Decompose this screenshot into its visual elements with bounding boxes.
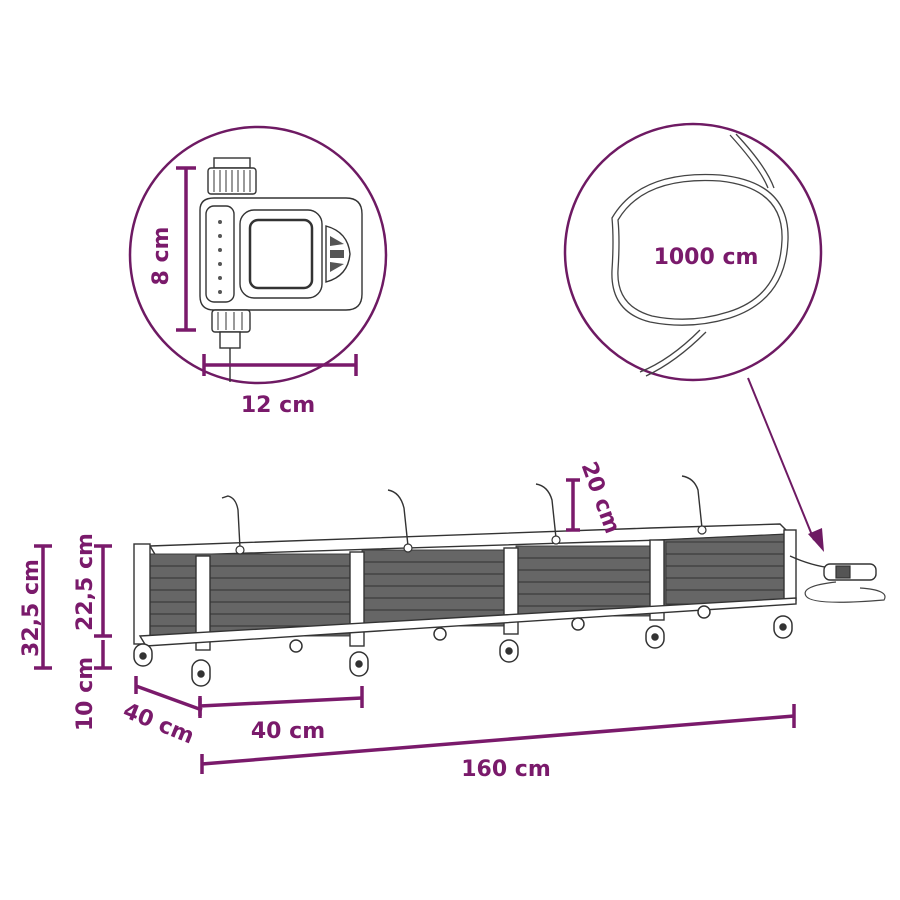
total-height-label: 32,5 cm xyxy=(19,559,44,657)
hose-connector-icon xyxy=(789,555,886,603)
total-length-label: 160 cm xyxy=(461,757,551,782)
section-width-label: 40 cm xyxy=(251,719,325,744)
water-timer-icon xyxy=(199,157,363,382)
section-width-dimension xyxy=(198,686,364,716)
depth-label: 40 cm xyxy=(119,698,197,749)
wheel-height-label: 10 cm xyxy=(73,657,98,731)
box-height-label: 22,5 cm xyxy=(73,533,98,631)
pipe-height-dimension xyxy=(566,478,580,532)
pipe-height-label: 20 cm xyxy=(576,459,625,537)
timer-height-dimension xyxy=(176,166,196,332)
box-height-dimension xyxy=(94,544,112,638)
wheel-height-dimension xyxy=(94,640,112,670)
drip-pipe-icon xyxy=(221,475,703,549)
timer-width-dimension xyxy=(202,354,358,376)
planter-section-3 xyxy=(515,545,653,617)
planter-illustration xyxy=(133,475,886,687)
hose-pointer-arrow xyxy=(747,377,824,552)
hose-coil-icon xyxy=(611,133,789,377)
total-height-dimension xyxy=(34,544,52,670)
timer-width-label: 12 cm xyxy=(241,393,315,418)
planter-section-1 xyxy=(145,553,353,637)
timer-height-label: 8 cm xyxy=(149,227,174,286)
hose-length-label: 1000 cm xyxy=(654,245,759,270)
wheel-icon xyxy=(133,605,793,687)
planter-section-2 xyxy=(361,549,507,627)
hose-inset: 1000 cm xyxy=(563,122,823,382)
total-length-dimension xyxy=(200,704,796,774)
planter-section-4 xyxy=(665,541,787,605)
water-timer-inset: 8 cm 12 cm xyxy=(128,125,388,418)
